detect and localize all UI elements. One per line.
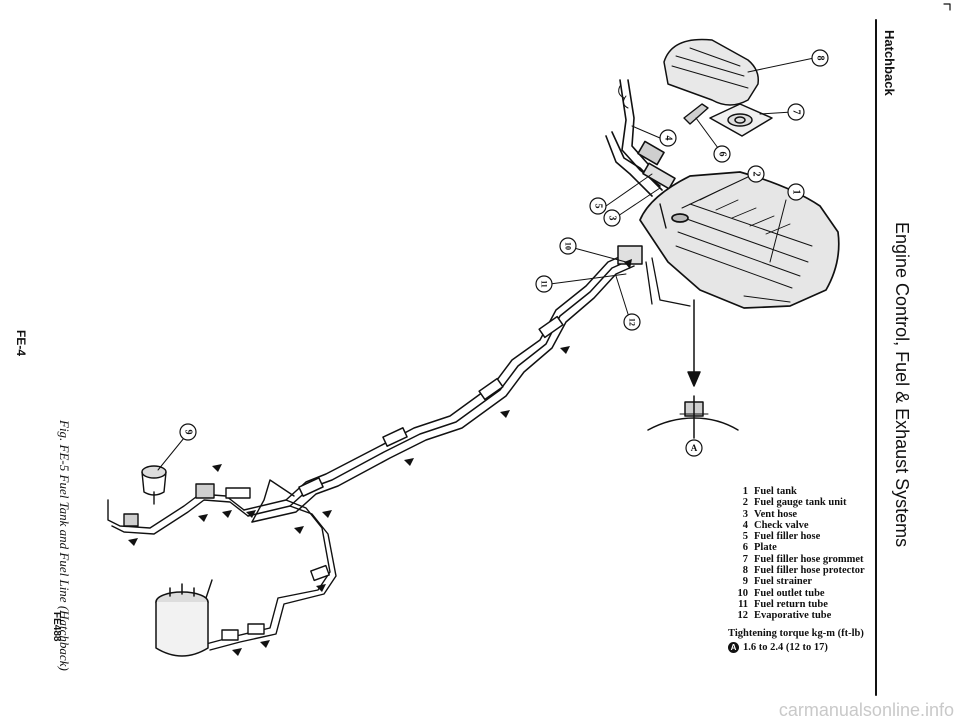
callout-a bbox=[685, 439, 703, 457]
callout-6 bbox=[713, 145, 731, 163]
callout-1-text: 1 bbox=[791, 190, 802, 195]
callout-5 bbox=[589, 197, 607, 215]
callout-2 bbox=[747, 165, 765, 183]
callout-10-text: 10 bbox=[564, 242, 573, 250]
filler-neck bbox=[605, 79, 676, 197]
callout-4 bbox=[659, 129, 677, 147]
callout-5-text: 5 bbox=[593, 204, 604, 209]
filler-hose-protector bbox=[663, 38, 760, 106]
callout-10 bbox=[559, 237, 577, 255]
callout-12 bbox=[623, 313, 641, 331]
figure-code: FE488 bbox=[51, 612, 62, 642]
torque-value-row: A 1.6 to 2.4 (12 to 17) bbox=[728, 642, 865, 653]
callout-11-text: 11 bbox=[540, 280, 549, 288]
callout-7 bbox=[787, 103, 805, 121]
callout-9-text: 9 bbox=[183, 430, 194, 435]
fuel-tank bbox=[639, 171, 840, 309]
torque-marker-a-icon: A bbox=[728, 642, 739, 653]
detail-a-fitting bbox=[647, 299, 739, 439]
rear-lines bbox=[107, 479, 337, 651]
filler-hose-grommet bbox=[709, 103, 773, 137]
callout-3-text: 3 bbox=[607, 216, 618, 221]
plate bbox=[683, 103, 709, 125]
header-title: Engine Control, Fuel & Exhaust Systems bbox=[892, 222, 912, 548]
corner-mark bbox=[943, 3, 951, 11]
callout-3 bbox=[603, 209, 621, 227]
callout-2-text: 2 bbox=[751, 172, 762, 177]
callout-6-text: 6 bbox=[717, 152, 728, 157]
callout-9 bbox=[179, 423, 197, 441]
callout-4-text: 4 bbox=[663, 136, 674, 141]
callout-circles bbox=[179, 49, 829, 457]
header-section: Hatchback bbox=[882, 30, 897, 96]
torque-value: 1.6 to 2.4 (12 to 17) bbox=[743, 641, 828, 653]
callout-1 bbox=[787, 183, 805, 201]
callout-11 bbox=[535, 275, 553, 293]
fuel-strainer bbox=[141, 465, 167, 505]
watermark: carmanualsonline.info bbox=[778, 700, 954, 720]
bolt-arrows bbox=[128, 259, 632, 656]
callout-a-text: A bbox=[691, 443, 698, 453]
callout-8-text: 8 bbox=[815, 56, 826, 61]
page-number: FE-4 bbox=[14, 330, 28, 357]
callout-12-text: 12 bbox=[628, 318, 637, 326]
fuel-lines bbox=[243, 245, 643, 523]
callout-8 bbox=[811, 49, 829, 67]
callout-7-text: 7 bbox=[791, 110, 802, 115]
leader-lines bbox=[157, 57, 815, 471]
evaporative-canister bbox=[155, 583, 209, 657]
torque-label: Tightening torque kg-m (ft-lb) bbox=[728, 627, 864, 639]
